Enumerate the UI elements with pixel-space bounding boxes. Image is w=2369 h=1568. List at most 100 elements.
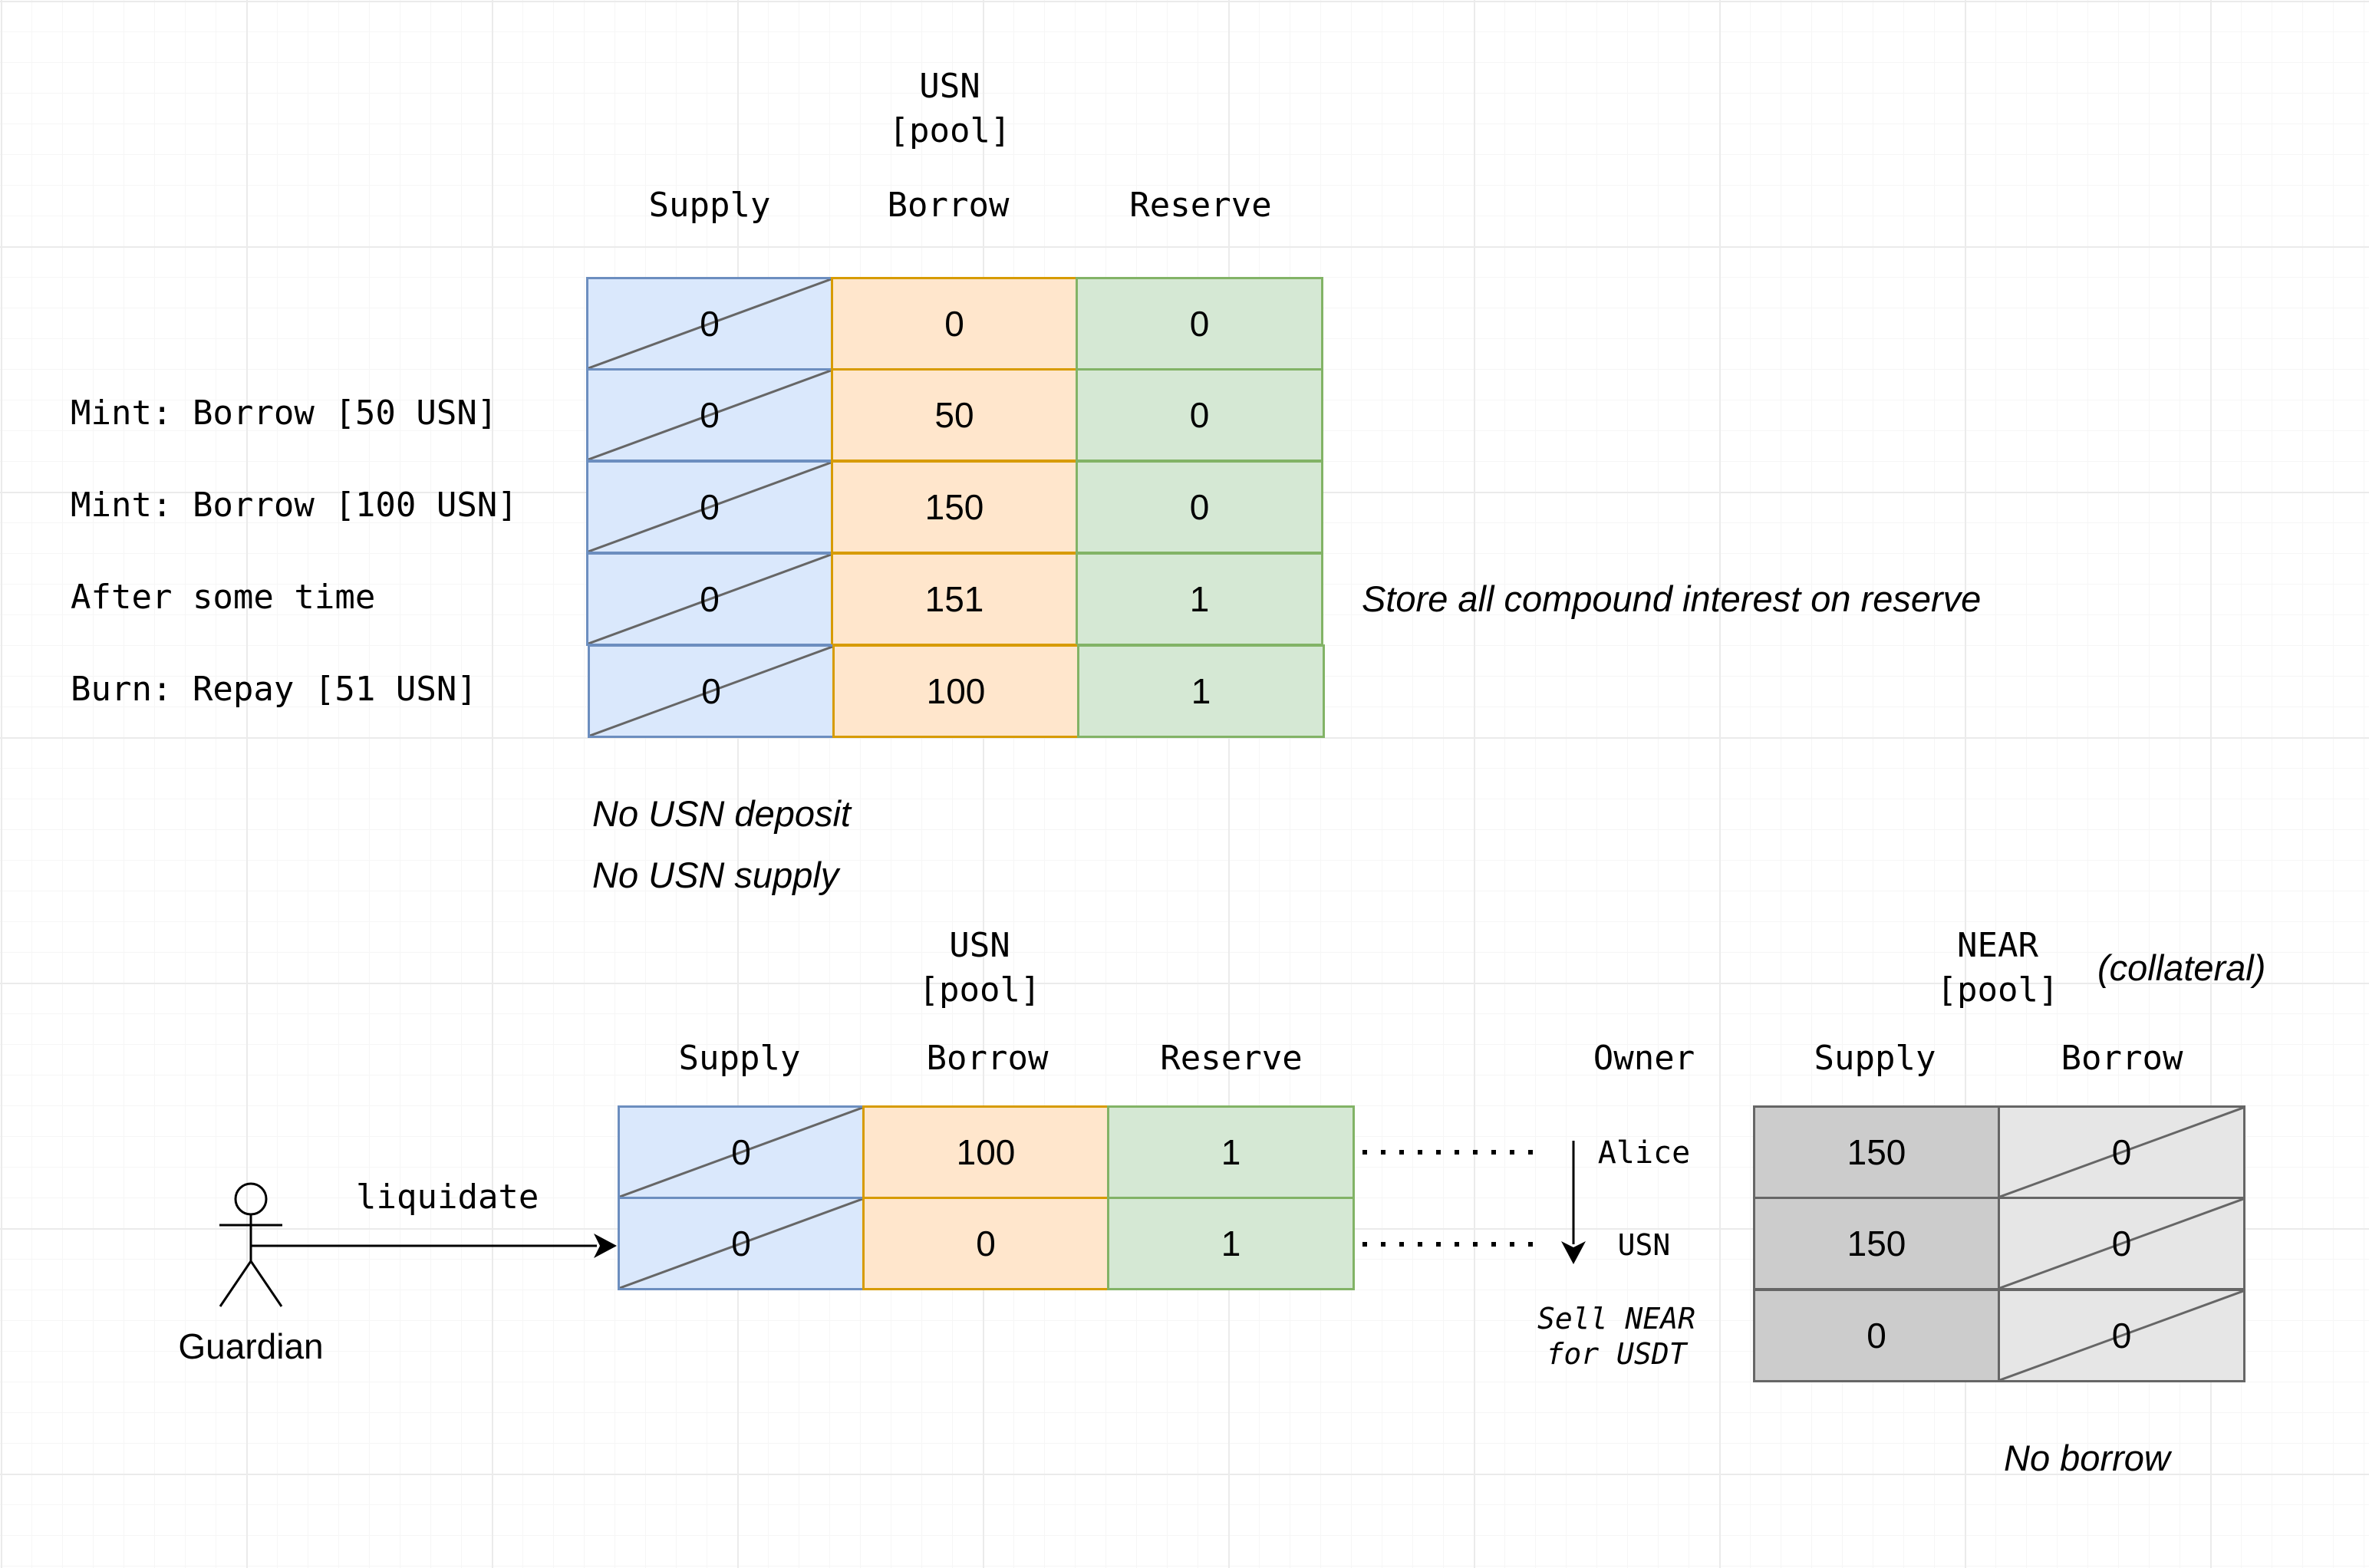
top-borrow-cell: 151: [831, 552, 1078, 646]
top-reserve-cell: 0: [1076, 460, 1323, 554]
strike-line: [620, 1199, 862, 1288]
top-pool-title-kind: [pool]: [888, 111, 1011, 150]
top-col-borrow: Borrow: [887, 186, 1010, 225]
top-reserve-value: 1: [1191, 671, 1211, 711]
bottom-borrow-value: 0: [976, 1224, 996, 1263]
top-note-no-deposit: No USN deposit: [592, 793, 851, 834]
top-row-label-burn-repay: Burn: Repay [51 USN]: [71, 670, 477, 709]
top-borrow-cell: 0: [831, 277, 1078, 371]
top-supply-cell: 0: [586, 277, 833, 371]
near-supply-value: 150: [1847, 1224, 1906, 1263]
bottom-reserve-cell: 1: [1107, 1197, 1355, 1290]
owner-usn: USN: [1617, 1228, 1671, 1262]
top-supply-cell: 0: [586, 552, 833, 646]
strike-line: [2000, 1108, 2243, 1197]
bottom-col-borrow: Borrow: [926, 1039, 1049, 1078]
top-supply-cell: 0: [586, 460, 833, 554]
liquidate-arrow: [251, 1234, 617, 1258]
top-supply-value: 0: [700, 579, 720, 619]
top-supply-value: 0: [700, 487, 720, 527]
top-pool-title-asset: USN: [919, 67, 980, 106]
bottom-borrow-value: 100: [956, 1132, 1016, 1172]
top-reserve-cell: 1: [1077, 644, 1325, 738]
near-borrow-cell: 0: [1998, 1197, 2245, 1290]
bottom-supply-value: 0: [731, 1224, 751, 1263]
top-borrow-value: 0: [944, 304, 964, 344]
bottom-supply-value: 0: [731, 1132, 751, 1172]
strike-line: [590, 647, 832, 736]
top-row-label-mint-50: Mint: Borrow [50 USN]: [71, 394, 498, 433]
owner-alice: Alice: [1597, 1135, 1691, 1171]
top-supply-value: 0: [700, 395, 720, 435]
top-reserve-value: 1: [1189, 579, 1210, 619]
top-note-no-supply: No USN supply: [592, 855, 839, 895]
guardian-label: Guardian: [178, 1326, 324, 1366]
top-reserve-value: 0: [1189, 487, 1210, 527]
near-pool-title: NEAR [pool]: [1937, 924, 2059, 1013]
near-pool-title-kind: [pool]: [1936, 970, 2059, 1010]
top-borrow-value: 151: [924, 579, 984, 619]
near-supply-cell: 150: [1753, 1197, 2000, 1290]
near-supply-value: 150: [1847, 1132, 1906, 1172]
near-collateral-label: (collateral): [2097, 947, 2266, 988]
sell-note-line2: for USDT: [1546, 1337, 1687, 1371]
strike-line: [620, 1108, 862, 1197]
bottom-reserve-cell: 1: [1107, 1105, 1355, 1199]
top-supply-value: 0: [700, 304, 720, 344]
strike-line: [2000, 1291, 2243, 1380]
top-reserve-cell: 0: [1076, 277, 1323, 371]
top-reserve-cell: 0: [1076, 368, 1323, 462]
near-note-no-borrow: No borrow: [2004, 1438, 2170, 1478]
top-borrow-value: 150: [924, 487, 984, 527]
bottom-supply-cell: 0: [618, 1197, 865, 1290]
bottom-pool-title-asset: USN: [949, 926, 1010, 965]
top-reserve-cell: 1: [1076, 552, 1323, 646]
bottom-col-reserve: Reserve: [1160, 1039, 1303, 1078]
strike-line: [2000, 1199, 2243, 1288]
bottom-pool-title: USN [pool]: [919, 924, 1041, 1013]
top-supply-cell: 0: [588, 644, 835, 738]
top-row-label-mint-100: Mint: Borrow [100 USN]: [71, 486, 518, 525]
near-supply-cell: 150: [1753, 1105, 2000, 1199]
top-borrow-cell: 100: [832, 644, 1079, 738]
near-borrow-value: 0: [2111, 1316, 2132, 1356]
near-borrow-value: 0: [2111, 1224, 2132, 1263]
top-col-supply: Supply: [648, 186, 771, 225]
strike-line: [588, 371, 831, 460]
sell-note: Sell NEAR for USDT: [1537, 1301, 1695, 1372]
top-reserve-value: 0: [1189, 304, 1210, 344]
guardian-actor-icon: [219, 1182, 283, 1307]
sell-note-line1: Sell NEAR: [1537, 1302, 1695, 1336]
near-supply-value: 0: [1867, 1316, 1886, 1356]
bottom-reserve-value: 1: [1221, 1224, 1241, 1263]
top-pool-title: USN [pool]: [889, 64, 1011, 153]
top-supply-cell: 0: [586, 368, 833, 462]
bottom-supply-cell: 0: [618, 1105, 865, 1199]
top-col-reserve: Reserve: [1129, 186, 1272, 225]
top-row-label-after-time: After some time: [71, 578, 376, 617]
near-borrow-value: 0: [2111, 1132, 2132, 1172]
owner-header: Owner: [1593, 1039, 1695, 1078]
near-borrow-cell: 0: [1998, 1289, 2245, 1382]
bottom-borrow-cell: 100: [862, 1105, 1109, 1199]
top-reserve-value: 0: [1189, 395, 1210, 435]
near-col-supply: Supply: [1814, 1039, 1936, 1078]
near-supply-cell: 0: [1753, 1289, 2000, 1382]
near-col-borrow: Borrow: [2061, 1039, 2183, 1078]
liquidate-label: liquidate: [356, 1178, 539, 1217]
top-borrow-cell: 150: [831, 460, 1078, 554]
top-borrow-cell: 50: [831, 368, 1078, 462]
top-borrow-value: 100: [926, 671, 986, 711]
top-supply-value: 0: [701, 671, 721, 711]
top-side-note: Store all compound interest on reserve: [1362, 578, 1982, 619]
bottom-pool-title-kind: [pool]: [918, 970, 1041, 1010]
top-borrow-value: 50: [934, 395, 974, 435]
bottom-col-supply: Supply: [678, 1039, 801, 1078]
near-borrow-cell: 0: [1998, 1105, 2245, 1199]
bottom-borrow-cell: 0: [862, 1197, 1109, 1290]
strike-line: [588, 463, 831, 552]
bottom-reserve-value: 1: [1221, 1132, 1241, 1172]
strike-line: [588, 555, 831, 644]
near-pool-title-asset: NEAR: [1957, 926, 2038, 965]
strike-line: [588, 279, 831, 368]
